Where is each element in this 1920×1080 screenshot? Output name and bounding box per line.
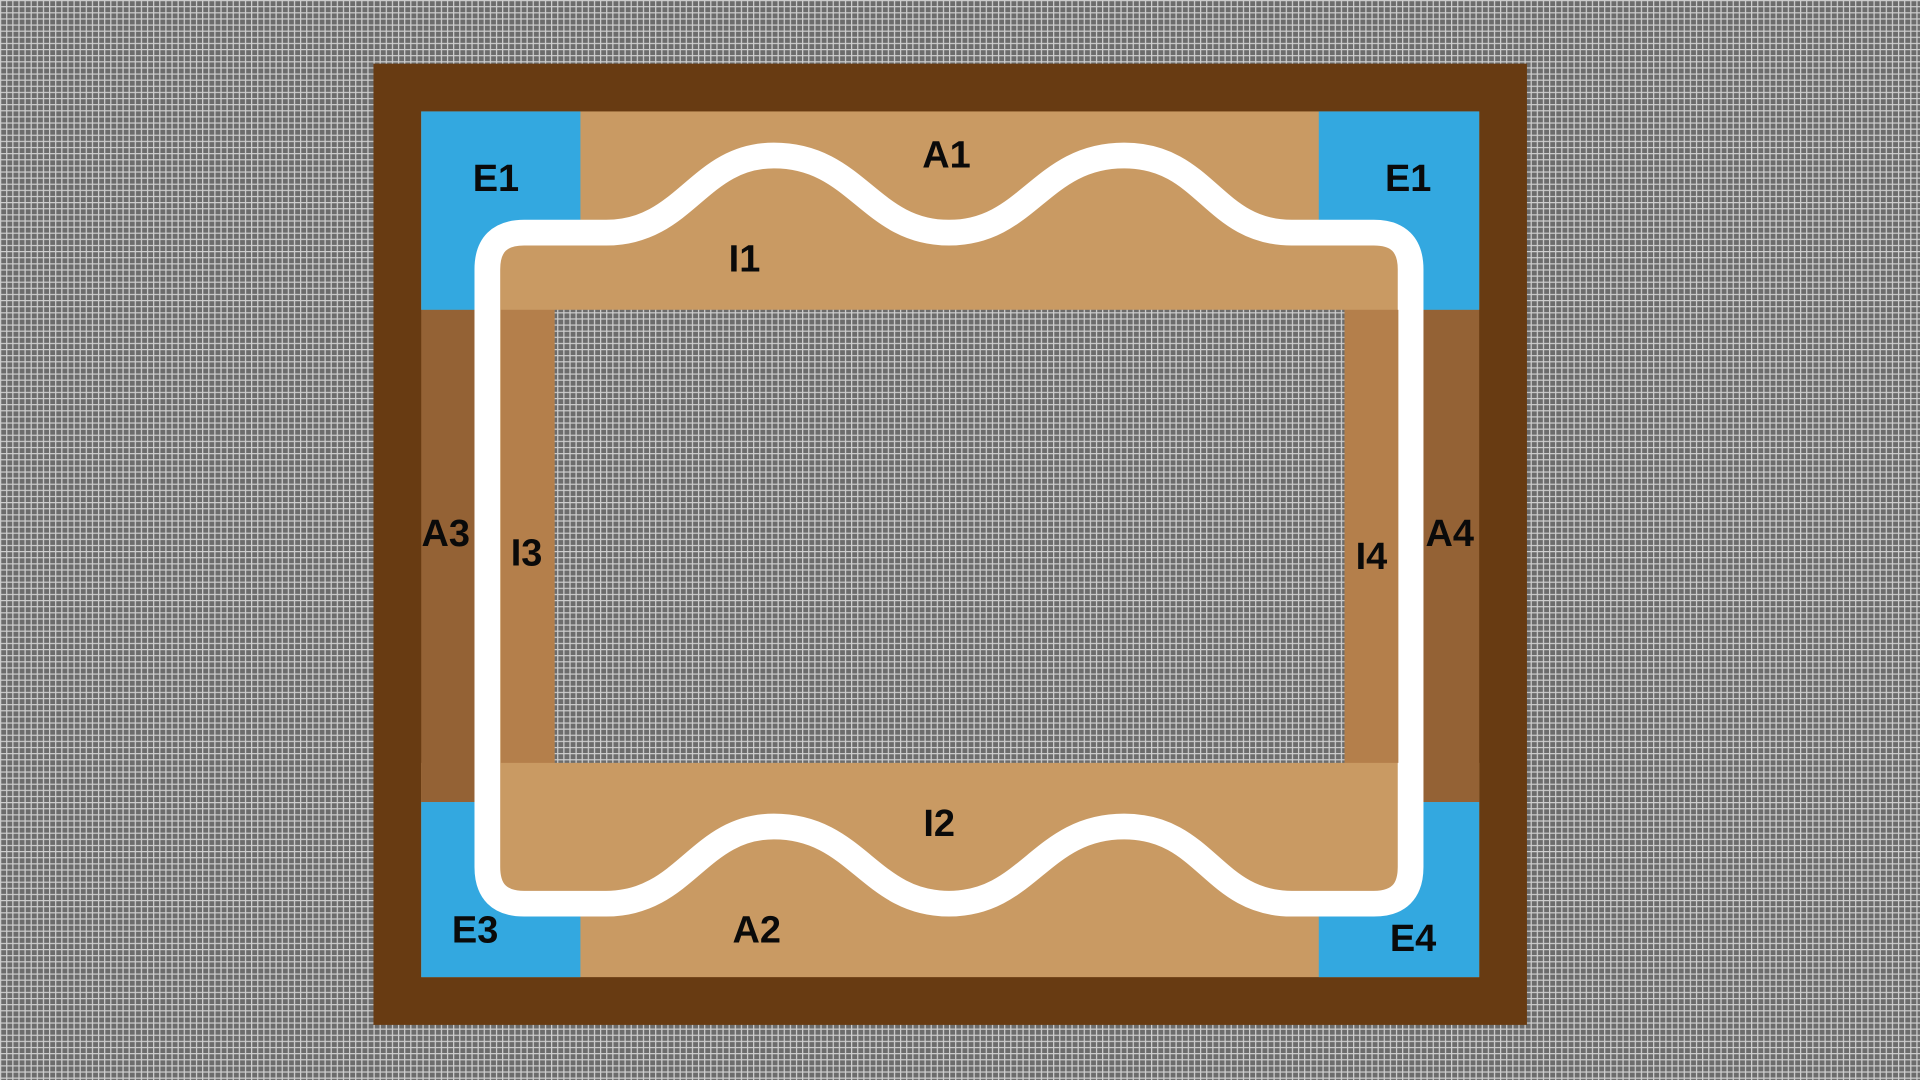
label-e1-left: E1 — [473, 158, 519, 200]
label-i1: I1 — [729, 239, 761, 281]
label-i3: I3 — [511, 532, 543, 574]
label-e3: E3 — [452, 910, 498, 952]
label-i2: I2 — [923, 803, 955, 845]
label-a3: A3 — [421, 513, 470, 555]
zone-i4 — [1344, 309, 1399, 763]
label-a4: A4 — [1426, 513, 1474, 555]
zone-i3 — [500, 309, 555, 763]
label-i4: I4 — [1356, 536, 1388, 578]
label-e4: E4 — [1390, 918, 1436, 960]
label-e1-right: E1 — [1385, 158, 1431, 200]
inner-grid — [554, 309, 1345, 763]
label-a2: A2 — [732, 910, 781, 952]
label-a1: A1 — [922, 135, 971, 177]
